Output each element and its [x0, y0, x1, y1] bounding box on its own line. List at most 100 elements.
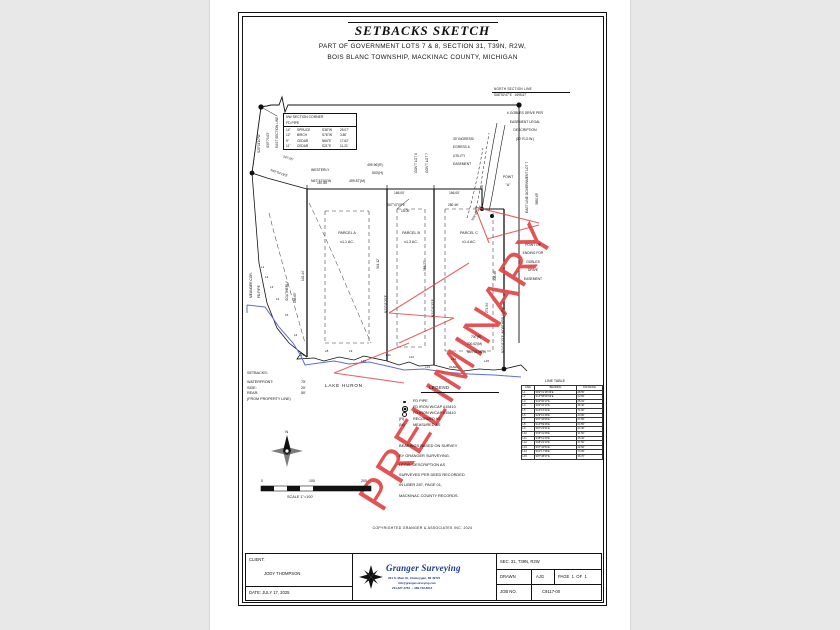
legend-block: LEGEND FD PIPE FD IRON W/CAP #15410 FD I… [399, 385, 519, 427]
nw-corner-note: NW SECTION CORNER FD PIPE [283, 113, 357, 127]
westerly-held: 500'(H) [372, 171, 384, 175]
govt-lot-7-label: GOV'T LOT 7 [425, 153, 429, 173]
dim-700-recorded: 700'(R) [471, 335, 482, 339]
south-bearing-2: N69°01'58"W [467, 350, 486, 354]
tie-row-2-size: 9" [286, 138, 289, 143]
legend-label-0: FD PIPE [413, 399, 428, 403]
legend-label-3: RECORDED AS [413, 417, 441, 421]
note-legal-description: LEGAL DESCRIPTION AS SURVEYED PER DEED R… [399, 462, 465, 498]
gobles-line3: DESCRIPTION [513, 128, 537, 133]
dim-700-measured: 700.62'(M) [467, 342, 483, 346]
fd-pipe-icon [403, 400, 406, 404]
tie-row-3-distance: 11.21' [340, 144, 349, 148]
gobles-line4: (30' R.O.W.) [515, 136, 535, 141]
parcel-b-label: PARCEL B ±1.3 AC. [391, 231, 431, 244]
poe-line1: POINT OF [525, 243, 541, 247]
scale-bar-graphic [260, 485, 372, 492]
seg-label-L5: L5 [285, 313, 289, 317]
scale-tick-2: 200 [361, 479, 367, 483]
dim-parcel-b-east: 353.27' [423, 260, 427, 271]
south-bearing-label: S67°47'00"E [387, 203, 405, 207]
tie-row-0-species: SPRUCE [297, 127, 311, 132]
poe-line3: GOBLES [526, 259, 540, 264]
note-legal-line-1: SURVEYED PER DEED RECORDED [399, 472, 465, 478]
tie-row-2-species: CEDAR [297, 138, 309, 143]
dim-offset-15: 15.00' [401, 209, 410, 213]
parcel-c-label: PARCEL C ±1.4 AC. [449, 231, 489, 244]
point-of-ending-note: POINT OF ENDING FOR GOBLES DRIVE EASEMEN… [511, 243, 555, 281]
legend-item: FD IRON W/CAP #15410 [399, 405, 519, 412]
client-label: CLIENT: [249, 557, 265, 562]
company-address: 224 S. Main St, Cheboygan, MI 49721 [388, 576, 441, 580]
note-legal-line-3: MACKINAC COUNTY RECORDS. [399, 492, 459, 498]
tie-row-3-size: 11" [286, 144, 291, 148]
tie-row-0-size: 14" [286, 127, 291, 132]
tie-row-2-distance: 17.62' [340, 138, 349, 143]
point-a-line1: POINT [502, 175, 514, 179]
seg-label-L14: L14 [451, 357, 457, 361]
tie-row-1-species: BIRCH [297, 133, 307, 137]
scale-tick-1: 100 [309, 479, 315, 483]
dim-280: 280.46' [448, 203, 459, 207]
parcel-a-label: PARCEL A ±1.1 AC. [327, 231, 367, 244]
easement-line3: UTILITY [453, 153, 466, 158]
setback-value-0: 75' [301, 380, 306, 384]
tie-row-3-species: CEDAR [297, 144, 309, 148]
fd-iron-cap-filled-icon [402, 406, 408, 412]
drawn-label: DRAWN [500, 574, 516, 579]
west-section-line-label: EAST SECTION LINE [275, 116, 279, 148]
subtitle-line-1: PART OF GOVERNMENT LOTS 7 & 8, SECTION 3… [318, 43, 527, 50]
survey-date: DATE: JULY 17, 2025 [249, 590, 290, 595]
north-section-line-label: NORTH SECTION LINE [494, 87, 532, 91]
scale-caption: SCALE 1"=100' [287, 495, 314, 499]
setback-value-2: 50' [301, 391, 306, 395]
line-table-cell-1: S87°38'37'E [534, 453, 577, 460]
survey-geometry [246, 95, 528, 378]
dim-parcel-c-west: 274.54' [485, 302, 489, 313]
measured-symbol: (M) [399, 423, 405, 427]
seg-label-L8: L8 [325, 349, 329, 353]
copyright-line: COPYRIGHTED GRANGER & ASSOCIATES INC. 20… [372, 526, 473, 530]
parcel-a-name: PARCEL A [338, 231, 356, 235]
parcel-c-name: PARCEL C [459, 231, 479, 235]
setbacks-footnote: (FROM PROPERTY LINE) [247, 396, 291, 401]
gobles-line2: EASEMENT LEGAL [509, 119, 541, 124]
setback-label-2: REAR: [247, 391, 259, 395]
legend-label-4: MEASURED AS [413, 423, 441, 427]
north-west-line-dim: S33°79.03' [266, 132, 270, 148]
southerly-label: SOUTHERLY [285, 281, 289, 301]
recorded-symbol: (R) [399, 417, 405, 421]
note-bearings-line-1: BY GRANGER SURVEYING. [399, 453, 450, 459]
westerly-measured: 499.87'(M) [349, 179, 366, 183]
page-title: SETBACKS SKETCH [354, 23, 491, 38]
drawn-by: AJG [536, 574, 545, 579]
tie-row-0-bearing: S38°W [322, 127, 332, 132]
note-legal-line-0: LEGAL DESCRIPTION AS [399, 462, 446, 467]
ohwl-label: OHWL [449, 365, 458, 369]
note-bearings-line-0: BEARINGS BASED ON SURVEY [399, 443, 458, 448]
westerly-bearing: N67°47'00"W [311, 179, 332, 183]
west-168-dimension: 168.65' [293, 292, 297, 303]
east-3850-dimension: 3850.65' [535, 192, 539, 205]
north-arrow-icon: N [271, 429, 303, 467]
bearing-parcel-a-east: N21°11'20"E [384, 295, 388, 313]
company-phone: 231-627-2763 • 989-733-8613 [392, 586, 433, 590]
seg-label-L9: L9 [349, 349, 353, 353]
gobles-line1: ¢ GOBLES DRIVE PER [507, 111, 543, 115]
tie-row-3-bearing: S21°E [322, 144, 332, 148]
east-govt-lot-7-line-label: EAST LINE GOVERNMENT LOT 7 [525, 161, 529, 213]
bearing-parcel-c-east: N21°11'20"E (NORTHERLY)(R) [501, 308, 505, 353]
seg-label-L4: L4 [276, 297, 280, 301]
westerly-label: WESTERLY [311, 168, 330, 172]
west-142-dimension: 142.44' [301, 270, 305, 281]
page-number: PAGE 1 OF 1 [558, 574, 587, 579]
fd-iron-cap-open-icon [402, 412, 408, 418]
note-bearings: BEARINGS BASED ON SURVEY BY GRANGER SURV… [399, 443, 458, 458]
dim-166-b: 166.00' [449, 191, 460, 195]
seg-label-L7: L7 [301, 353, 305, 357]
setback-label-1: SIDE: [247, 385, 257, 390]
bearing-parcel-b-east: N21°11'20"E [431, 299, 435, 317]
drawing-border: SETBACKS SKETCH PART OF GOVERNMENT LOTS … [238, 12, 607, 606]
